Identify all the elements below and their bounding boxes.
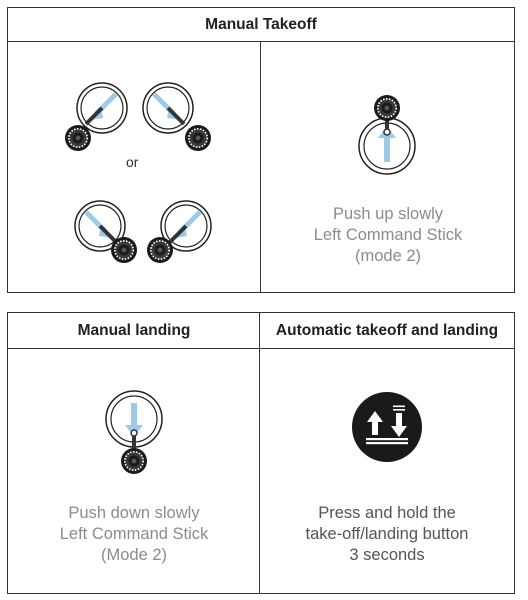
- caption-line: (Mode 2): [100, 546, 168, 564]
- or-label: or: [126, 154, 139, 170]
- caption-line: 3 seconds: [349, 546, 425, 564]
- caption-line: Push up slowly: [332, 205, 444, 223]
- manual-takeoff-header: Manual Takeoff: [8, 8, 514, 42]
- caption-line: Left Command Stick: [59, 525, 209, 543]
- push-up-caption: Push up slowly Left Command Stick (mode …: [261, 204, 515, 267]
- push-down-caption: Push down slowly Left Command Stick (Mod…: [8, 503, 260, 566]
- manual-takeoff-panel: Manual Takeoff: [7, 7, 515, 293]
- stick-push-up-icon: [358, 94, 416, 175]
- caption-line: Push down slowly: [68, 504, 200, 522]
- auto-takeoff-landing-header: Automatic takeoff and landing: [260, 313, 514, 349]
- manual-landing-header: Manual landing: [8, 313, 260, 349]
- manual-landing-panel: Manual landing Push down slowly Left Com…: [7, 312, 261, 594]
- caption-line: Press and hold the: [318, 504, 456, 522]
- caption-line: take-off/landing button: [305, 525, 469, 543]
- auto-caption: Press and hold the take-off/landing butt…: [260, 503, 514, 566]
- stick-push-down-icon: [105, 390, 163, 475]
- stick-combination-icon: [64, 82, 212, 264]
- caption-line: (mode 2): [354, 247, 422, 265]
- auto-takeoff-landing-panel: Automatic takeoff and landing Press and …: [259, 312, 515, 594]
- panel-divider: [260, 42, 261, 292]
- caption-line: Left Command Stick: [313, 226, 463, 244]
- takeoff-landing-button-icon[interactable]: [260, 349, 514, 499]
